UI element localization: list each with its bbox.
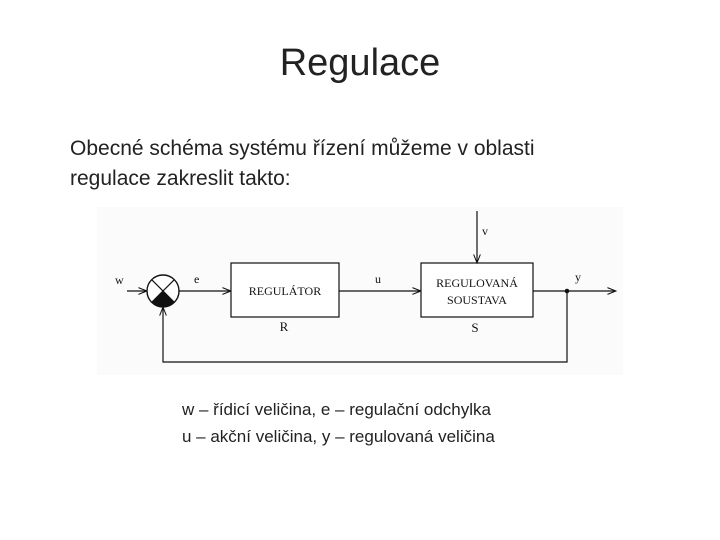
control-loop-diagram: w e REGULÁTOR R u REGULOVANÁ SOUSTAVA S … [97, 207, 623, 375]
plant-label-line-1: REGULOVANÁ [436, 276, 518, 290]
signal-e-label: e [194, 272, 199, 286]
plant-symbol: S [471, 320, 478, 335]
signal-u-label: u [375, 272, 381, 286]
intro-line-2: regulace zakreslit takto: [70, 167, 291, 190]
legend-line-1: w – řídicí veličina, e – regulační odchy… [182, 400, 491, 419]
signal-v-label: v [482, 224, 488, 238]
signal-w-label: w [115, 273, 124, 287]
legend-line-2: u – akční veličina, y – regulovaná velič… [182, 427, 495, 446]
page-title: Regulace [279, 42, 441, 84]
legend: w – řídicí veličina, e – regulační odchy… [182, 396, 662, 450]
regulator-symbol: R [280, 319, 289, 334]
summing-junction [146, 274, 180, 308]
regulator-label: REGULÁTOR [249, 284, 321, 298]
intro-line-1: Obecné schéma systému řízení můžeme v ob… [70, 137, 535, 160]
signal-y-label: y [575, 270, 581, 284]
intro-text: Obecné schéma systému řízení můžeme v ob… [70, 134, 670, 194]
plant-label-line-2: SOUSTAVA [447, 293, 507, 307]
regulator-block [230, 262, 340, 318]
feedback-path [163, 291, 568, 363]
plant-block [420, 262, 534, 318]
